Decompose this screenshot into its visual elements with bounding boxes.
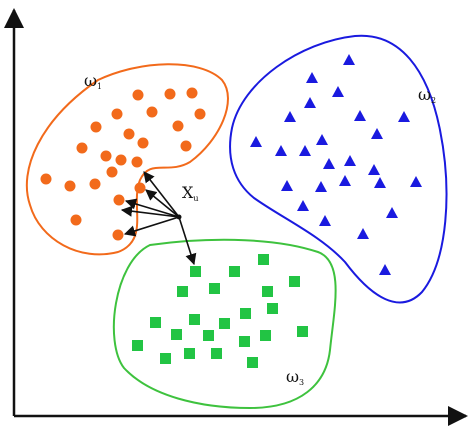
class-2-point — [371, 128, 383, 139]
class-3-point — [203, 330, 214, 341]
class-3-point — [209, 283, 220, 294]
class-1-boundary — [25, 63, 229, 256]
class-1-point — [131, 156, 143, 168]
class-2-point — [284, 111, 296, 122]
class-3-point — [260, 330, 271, 341]
class-1-point — [186, 87, 198, 99]
class-3-label: ω3 — [286, 367, 304, 387]
class-3-point — [229, 266, 240, 277]
class-1-point — [64, 180, 76, 192]
class-1-point — [89, 178, 101, 190]
class-1-point — [132, 89, 144, 101]
neighbor-arrow — [178, 216, 197, 266]
class-1-point — [164, 88, 176, 100]
class-3-point — [190, 266, 201, 277]
class-1-point — [146, 106, 158, 118]
class-3-point — [247, 357, 258, 368]
class-2-point — [368, 164, 380, 175]
class-3-point — [289, 276, 300, 287]
class-2-point — [410, 176, 422, 187]
class-2-point — [357, 228, 369, 239]
class-3-point — [240, 308, 251, 319]
class-2-boundary — [229, 34, 448, 304]
class-2-point — [275, 145, 287, 156]
class-3-point — [262, 286, 273, 297]
class-3-point — [189, 314, 200, 325]
class-1-point — [100, 150, 112, 162]
class-2-point — [374, 177, 386, 188]
neighbor-arrow — [124, 198, 180, 218]
class-2-label: ω2 — [418, 85, 436, 105]
class-2-point — [323, 158, 335, 169]
class-2-point — [354, 110, 366, 121]
class-2-point — [281, 180, 293, 191]
class-2-point — [344, 155, 356, 166]
neighbor-arrow — [120, 205, 180, 218]
class-3-point — [267, 303, 278, 314]
class-1-point — [106, 166, 118, 178]
class-1-point — [194, 108, 206, 120]
class-2-point — [316, 134, 328, 145]
class-2-point — [250, 136, 262, 147]
class-3-points — [132, 254, 308, 368]
class-2-point — [315, 181, 327, 192]
class-3-point — [160, 353, 171, 364]
class-1-point — [112, 229, 124, 241]
class-boundaries — [25, 34, 448, 410]
neighbor-arrow — [143, 171, 180, 218]
class-1-point — [115, 154, 127, 166]
class-3-point — [132, 340, 143, 351]
class-2-point — [386, 207, 398, 218]
class-1-point — [40, 173, 52, 185]
class-1-point — [113, 194, 125, 206]
neighbor-arrows — [120, 171, 197, 266]
class-2-point — [332, 86, 344, 97]
class-1-point — [76, 142, 88, 154]
class-1-point — [137, 137, 149, 149]
class-3-boundary — [112, 238, 337, 410]
class-3-point — [219, 318, 230, 329]
class-1-point — [180, 140, 192, 152]
class-3-point — [297, 326, 308, 337]
neighbor-arrow — [145, 189, 180, 218]
class-3-point — [239, 336, 250, 347]
class-2-point — [398, 111, 410, 122]
class-2-points — [250, 54, 422, 275]
class-2-point — [319, 215, 331, 226]
class-3-point — [177, 286, 188, 297]
class-2-point — [304, 97, 316, 108]
class-2-point — [339, 175, 351, 186]
class-1-point — [111, 108, 123, 120]
query-point-label: Xu — [182, 183, 199, 203]
class-3-point — [211, 348, 222, 359]
class-labels: ω1 ω2 ω3 Xu — [84, 71, 436, 387]
class-2-point — [299, 145, 311, 156]
class-1-point — [134, 182, 146, 194]
axes — [3, 8, 468, 426]
class-3-point — [150, 317, 161, 328]
class-2-point — [343, 54, 355, 65]
class-1-point — [90, 121, 102, 133]
class-3-point — [171, 329, 182, 340]
query-point — [176, 214, 182, 220]
class-1-label: ω1 — [84, 71, 102, 91]
class-2-point — [297, 200, 309, 211]
class-1-points — [40, 87, 206, 241]
class-2-point — [379, 264, 391, 275]
class-1-point — [70, 214, 82, 226]
class-3-point — [184, 348, 195, 359]
class-1-point — [172, 120, 184, 132]
class-1-point — [123, 128, 135, 140]
neighbor-arrow — [123, 216, 180, 237]
class-3-point — [258, 254, 269, 265]
class-2-point — [306, 72, 318, 83]
